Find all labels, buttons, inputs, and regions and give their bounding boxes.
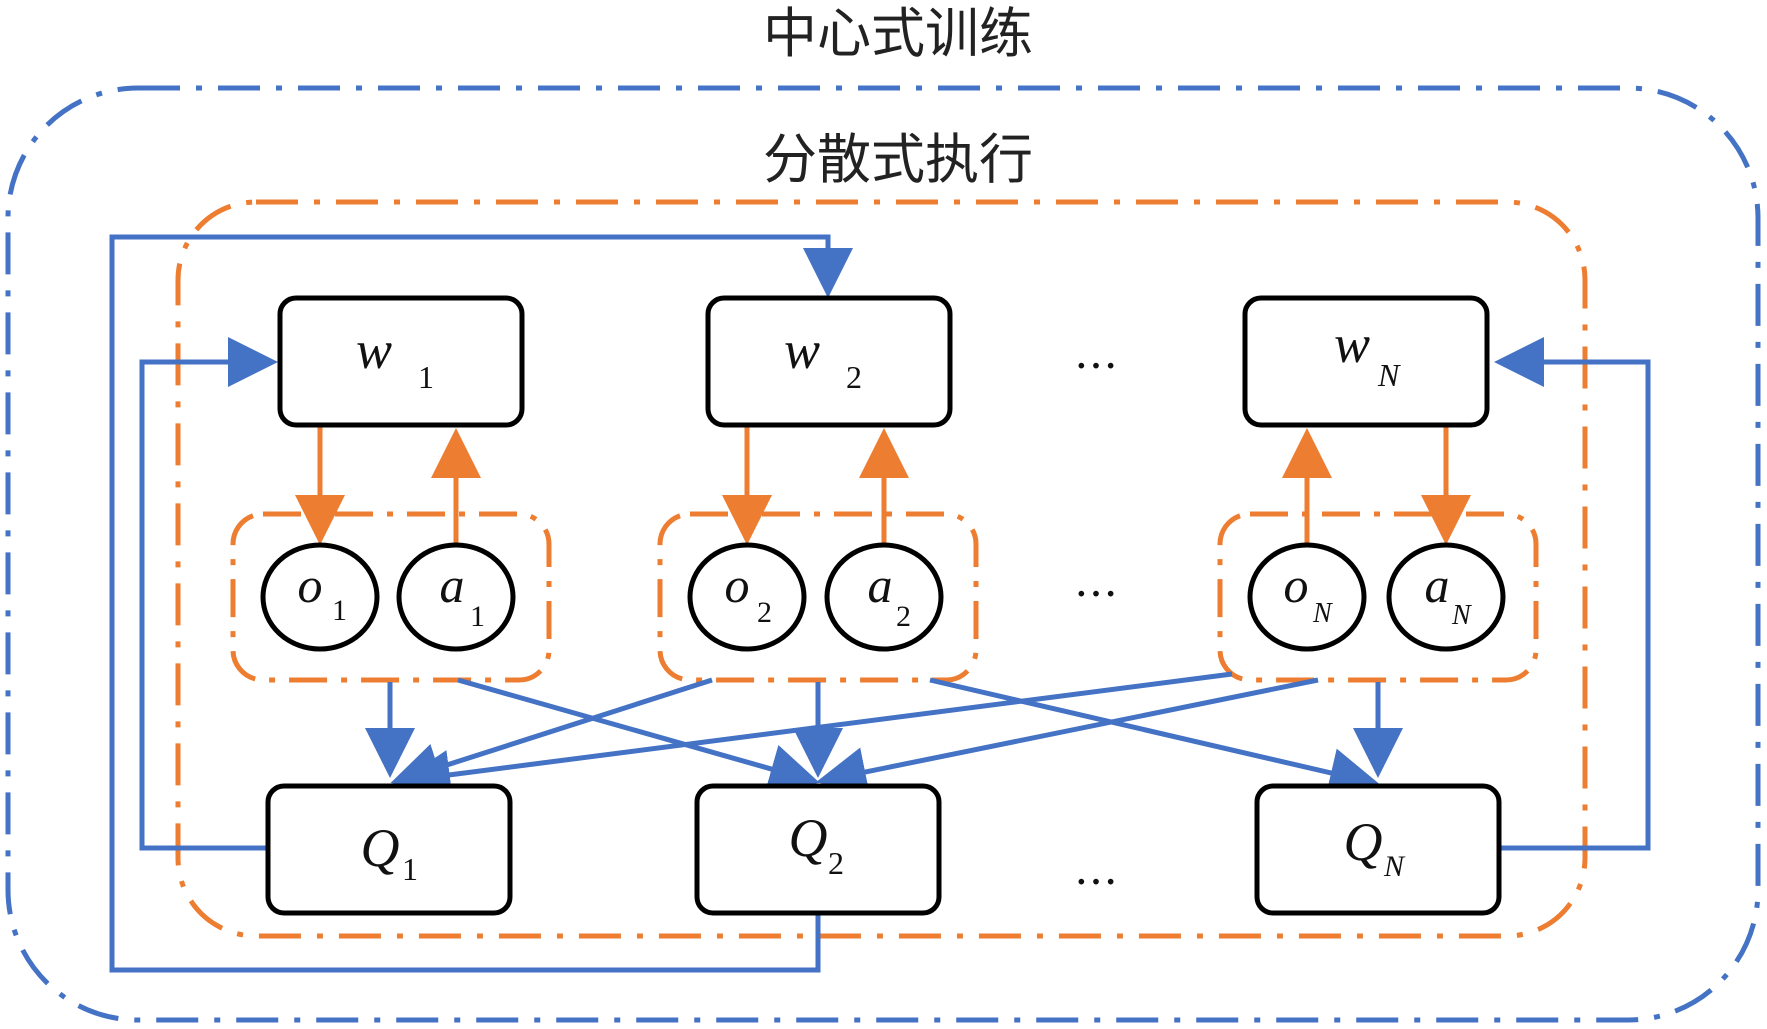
- agent-2-observation-action-group: [657, 511, 979, 683]
- policy-w1-subscript: 1: [418, 359, 434, 395]
- link-group2-to-qn: [929, 677, 1380, 798]
- policy-w2-symbol: w: [784, 320, 820, 380]
- action-a2-symbol: a: [868, 557, 893, 613]
- link-qn-to-wn: [1494, 337, 1651, 851]
- policy-w1-symbol: w: [356, 320, 392, 380]
- observation-node-o2: o 2: [687, 542, 807, 652]
- policy-io-links: [295, 425, 1471, 548]
- critic-q2-symbol: Q: [789, 808, 828, 868]
- policy-node-w2: w 2: [705, 295, 953, 428]
- observation-o2-symbol: o: [725, 557, 750, 613]
- link-groupn-to-q1: [400, 671, 1233, 800]
- link-q1-to-w1: [139, 337, 278, 851]
- policy-wn-symbol: w: [1334, 314, 1370, 374]
- policy-node-wn: w N: [1242, 295, 1490, 428]
- action-an-subscript: N: [1451, 600, 1472, 631]
- critic-node-q1: Q 1: [265, 783, 513, 916]
- critic-q1-symbol: Q: [361, 818, 400, 878]
- observation-node-o1: o 1: [260, 542, 380, 652]
- action-a1-subscript: 1: [470, 600, 485, 633]
- observation-on-subscript: N: [1312, 598, 1333, 629]
- agent-1-observation-action-group: [230, 511, 552, 683]
- action-a1-symbol: a: [440, 557, 465, 613]
- agent-n-observation-action-group: [1217, 511, 1539, 683]
- inner-group-title: 分散式执行: [763, 128, 1033, 191]
- outer-group-border: [5, 85, 1761, 1023]
- outer-group-title: 中心式训练: [763, 2, 1033, 65]
- inner-group-border: [175, 199, 1588, 939]
- policy-wn-subscript: N: [1377, 357, 1401, 393]
- critic-row-ellipsis: …: [1074, 844, 1122, 895]
- observation-o1-subscript: 1: [332, 594, 347, 627]
- critic-node-qn: Q N: [1254, 783, 1502, 916]
- observation-on-symbol: o: [1284, 557, 1309, 613]
- policy-node-w1: w 1: [277, 295, 525, 428]
- observation-node-on: o N: [1247, 542, 1367, 652]
- action-a2-subscript: 2: [896, 600, 911, 633]
- observation-o2-subscript: 2: [757, 596, 772, 629]
- action-node-a1: a 1: [396, 542, 516, 652]
- critic-feedback-links: [109, 234, 1651, 973]
- link-q2-to-w2: [109, 234, 853, 973]
- outer-title-backdrop: [715, 0, 1075, 70]
- critic-q2-subscript: 2: [828, 845, 844, 881]
- critic-qn-subscript: N: [1383, 850, 1406, 883]
- critic-input-links: [365, 671, 1403, 800]
- critic-node-q2: Q 2: [694, 783, 942, 916]
- link-groupn-to-q2: [816, 677, 1319, 797]
- policy-row-ellipsis: …: [1074, 328, 1122, 379]
- link-group2-to-q1: [390, 677, 713, 792]
- observation-row-ellipsis: …: [1074, 556, 1122, 607]
- critic-qn-symbol: Q: [1344, 812, 1383, 872]
- policy-w2-subscript: 2: [846, 359, 862, 395]
- critic-q1-subscript: 1: [402, 851, 418, 887]
- action-an-symbol: a: [1425, 557, 1450, 613]
- action-node-a2: a 2: [824, 542, 944, 652]
- action-node-an: a N: [1386, 542, 1506, 652]
- observation-o1-symbol: o: [298, 557, 323, 613]
- link-group1-to-q2: [457, 677, 820, 794]
